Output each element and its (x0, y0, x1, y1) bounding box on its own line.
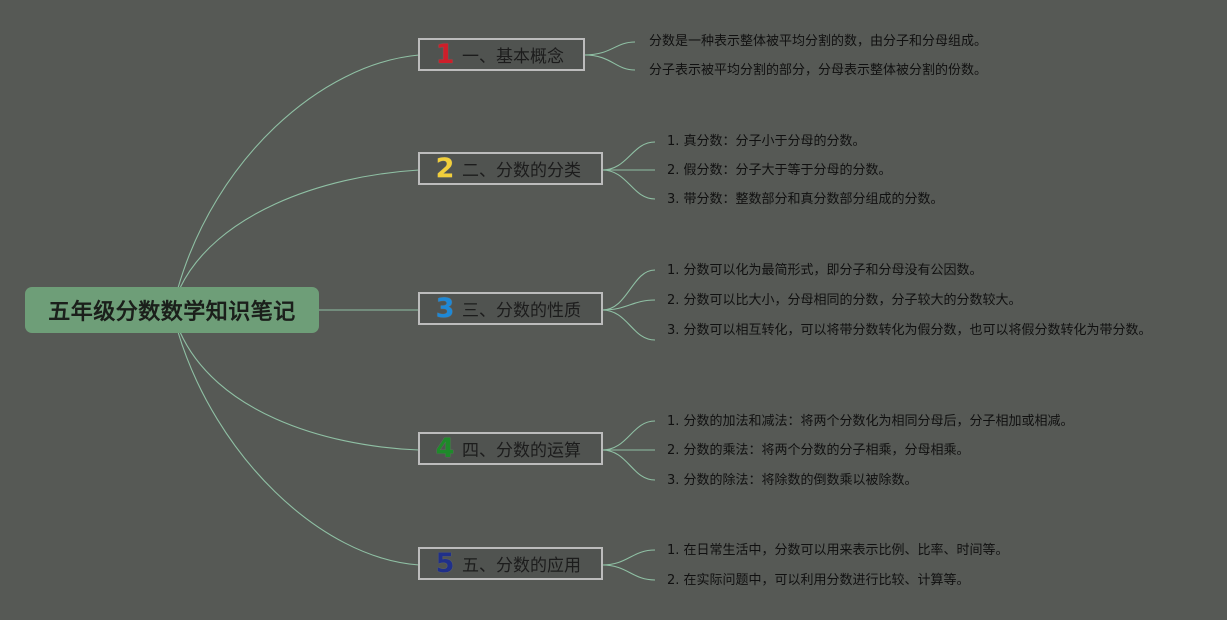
leaf-item: 3. 带分数：整数部分和真分数部分组成的分数。 (667, 192, 944, 207)
root-title: 五年级分数数学知识笔记 (48, 300, 296, 325)
leaf-item: 2. 分数的乘法：将两个分数的分子相乘，分母相乘。 (667, 443, 970, 458)
branch-classification[interactable]: 2 二、分数的分类 (418, 152, 603, 185)
leaf-item: 3. 分数可以相互转化，可以将带分数转化为假分数，也可以将假分数转化为带分数。 (667, 323, 1152, 338)
branch-title: 五、分数的应用 (462, 556, 581, 576)
leaf-item: 1. 在日常生活中，分数可以用来表示比例、比率、时间等。 (667, 543, 1009, 558)
leaf-item: 3. 分数的除法：将除数的倒数乘以被除数。 (667, 473, 918, 488)
branch-applications[interactable]: 5 五、分数的应用 (418, 547, 603, 580)
branch-title: 四、分数的运算 (462, 441, 581, 461)
leaf-item: 2. 分数可以比大小，分母相同的分数，分子较大的分数较大。 (667, 293, 1022, 308)
leaf-item: 分子表示被平均分割的部分，分母表示整体被分割的份数。 (649, 63, 988, 78)
leaf-item: 2. 假分数：分子大于等于分母的分数。 (667, 163, 892, 178)
number-4-icon: 4 (435, 433, 455, 464)
branch-properties[interactable]: 3 三、分数的性质 (418, 292, 603, 325)
leaf-item: 2. 在实际问题中，可以利用分数进行比较、计算等。 (667, 573, 970, 588)
number-2-icon: 2 (435, 153, 455, 184)
leaf-item: 1. 真分数：分子小于分母的分数。 (667, 134, 866, 149)
branch-title: 一、基本概念 (462, 47, 564, 67)
branch-basic-concept[interactable]: 1 一、基本概念 (418, 38, 585, 71)
branch-title: 二、分数的分类 (462, 161, 581, 181)
branch-title: 三、分数的性质 (462, 301, 581, 321)
number-1-icon: 1 (435, 39, 455, 70)
branch-operations[interactable]: 4 四、分数的运算 (418, 432, 603, 465)
number-5-icon: 5 (435, 548, 455, 579)
leaf-item: 分数是一种表示整体被平均分割的数，由分子和分母组成。 (649, 34, 988, 49)
root-node[interactable]: 五年级分数数学知识笔记 (25, 287, 319, 333)
leaf-item: 1. 分数的加法和减法：将两个分数化为相同分母后，分子相加或相减。 (667, 414, 1074, 429)
number-3-icon: 3 (435, 293, 455, 324)
leaf-item: 1. 分数可以化为最简形式，即分子和分母没有公因数。 (667, 263, 983, 278)
